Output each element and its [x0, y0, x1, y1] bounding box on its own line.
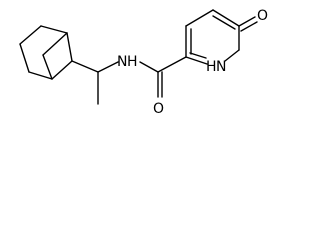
bond-ring-c5-c6 — [212, 9, 240, 27]
bond-c2-c3 — [40, 25, 68, 34]
bond-c1-c2 — [19, 25, 42, 45]
bond-keto-2 — [240, 21, 258, 32]
norbornyl-group — [19, 25, 73, 80]
bond-bridge-c3 — [42, 32, 68, 56]
bond-keto-1 — [238, 16, 256, 27]
bond-ring-ch — [71, 60, 99, 73]
ring-nitrogen-label: N — [216, 59, 226, 75]
amide-group — [139, 56, 187, 98]
bond-ch-nh — [97, 61, 119, 73]
ethyl-linker — [71, 60, 119, 105]
pyridinone-ring — [185, 9, 258, 65]
bond-c4-c5 — [51, 60, 73, 80]
bond-ring-c4-c5 — [185, 9, 214, 27]
bond-ring-n1-c6 — [185, 56, 208, 65]
bond-ring-n1-c6-inner — [189, 52, 207, 59]
bond-c6-c1 — [19, 43, 30, 73]
bond-bridge-c5 — [42, 54, 53, 80]
amide-nitrogen-label: N — [117, 54, 127, 70]
amide-hydrogen-label: H — [127, 54, 138, 70]
ring-hydrogen-label: H — [206, 59, 217, 75]
bond-c5-c6 — [28, 71, 53, 80]
bond-ring-c2-n1 — [224, 49, 240, 62]
bond-nh-carbonyl — [139, 61, 159, 73]
ring-oxygen-label: O — [257, 8, 268, 24]
bond-c3-c4 — [66, 32, 73, 62]
structure-canvas: N H O O H N — [19, 8, 268, 117]
bond-ring-c5-c6-inner — [212, 15, 236, 30]
amide-oxygen-label: O — [153, 101, 164, 117]
bond-carbonyl-ring — [157, 56, 187, 73]
chemical-structure: N H O O H N — [19, 8, 268, 117]
